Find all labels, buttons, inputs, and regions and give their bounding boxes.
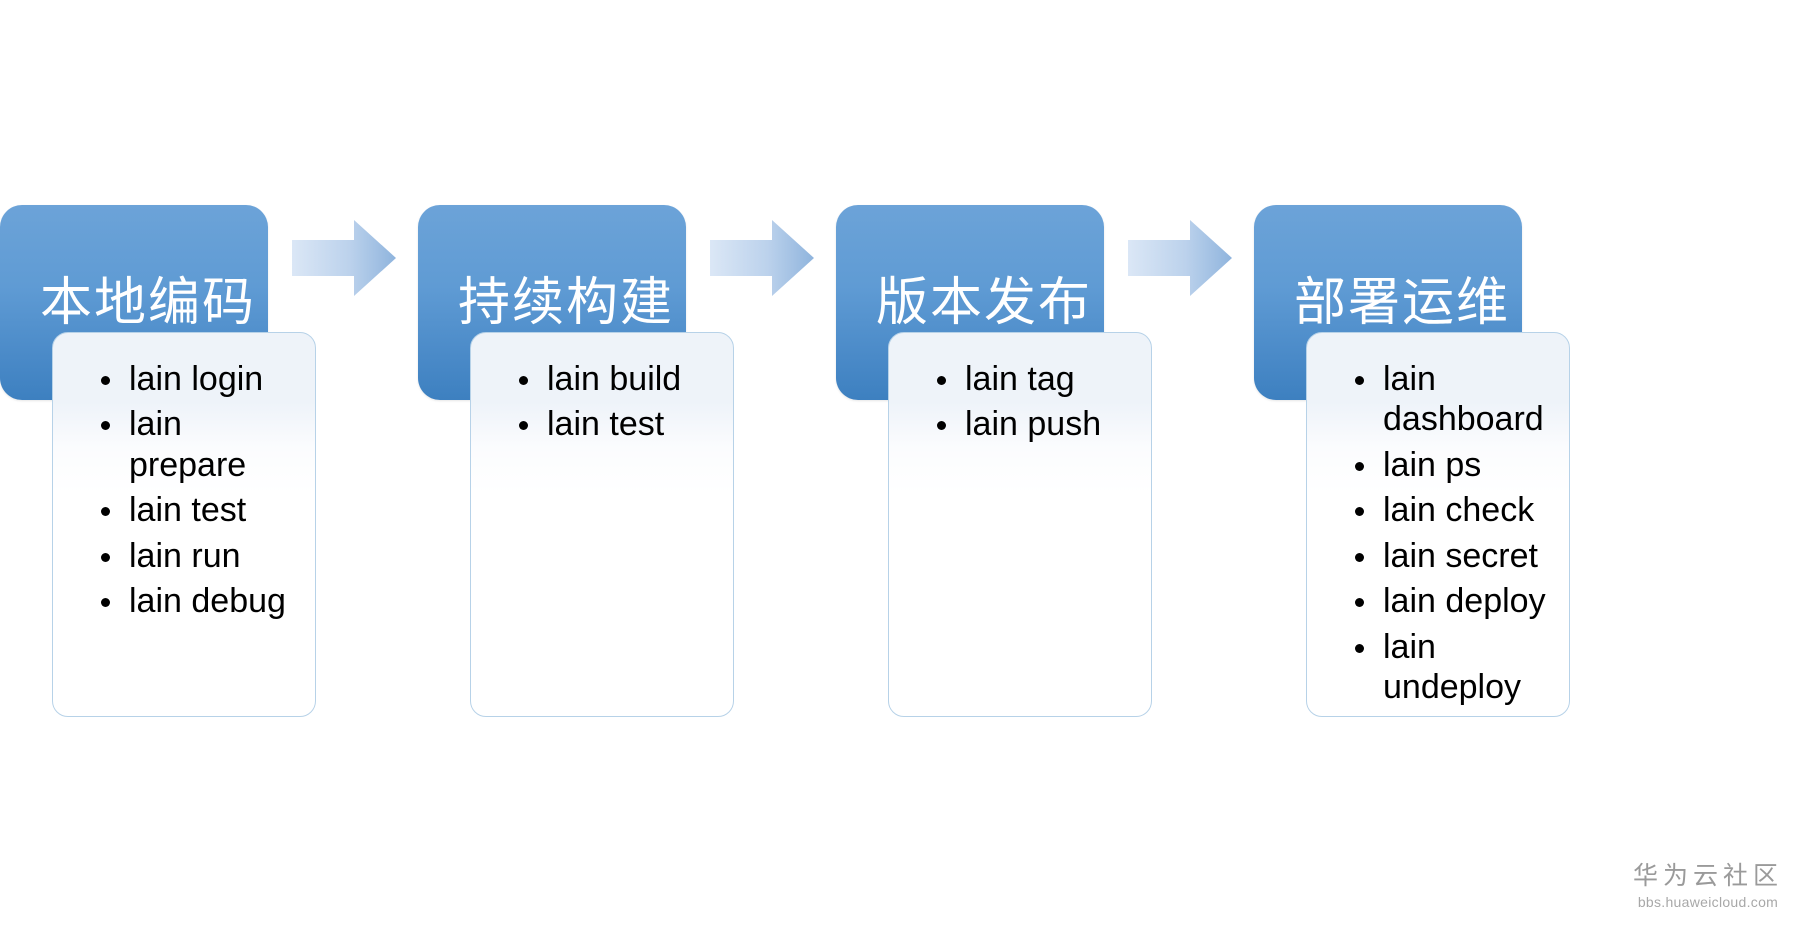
flow-arrow-1: [292, 218, 396, 298]
stage-title-version-release: 版本发布: [876, 273, 1093, 332]
command-item[interactable]: lain undeploy: [1353, 627, 1557, 708]
watermark-url: bbs.huaweicloud.com: [1637, 893, 1779, 910]
command-item[interactable]: lain dashboard: [1353, 359, 1557, 440]
command-item[interactable]: lain tag: [935, 359, 1139, 399]
watermark: 华为云社区 bbs.huaweicloud.com: [1633, 861, 1783, 911]
command-item[interactable]: lain login: [99, 359, 303, 399]
command-item[interactable]: lain deploy: [1353, 581, 1557, 621]
flow-arrow-3: [1128, 218, 1232, 298]
command-list-version-release: lain tag lain push: [889, 333, 1151, 445]
stage-body-continuous-build: lain build lain test: [470, 332, 734, 717]
command-item[interactable]: lain test: [99, 490, 303, 530]
stage-title-continuous-build: 持续构建: [458, 273, 675, 332]
watermark-brand: 华为云社区: [1632, 861, 1783, 890]
command-item[interactable]: lain ps: [1353, 445, 1557, 485]
command-item[interactable]: lain build: [517, 359, 721, 399]
command-item[interactable]: lain test: [517, 404, 721, 444]
command-item[interactable]: lain run: [99, 536, 303, 576]
stage-title-local-coding: 本地编码: [40, 273, 257, 332]
flow-arrow-2: [710, 218, 814, 298]
command-item[interactable]: lain scale: [1353, 713, 1557, 716]
command-item[interactable]: lain secret: [1353, 536, 1557, 576]
stage-header-version-release[interactable]: 版本发布: [836, 205, 1104, 400]
stage-body-deploy-operations: lain dashboard lain ps lain check lain secr…: [1306, 332, 1570, 717]
command-item[interactable]: lain debug: [99, 581, 303, 621]
command-list-deploy-operations: lain dashboard lain ps lain check lain secr…: [1307, 333, 1569, 716]
command-item[interactable]: lain push: [935, 404, 1139, 444]
command-list-local-coding: lain login lain prepare lain test lain run l…: [53, 333, 315, 622]
command-list-continuous-build: lain build lain test: [471, 333, 733, 445]
stage-body-local-coding: lain login lain prepare lain test lain run l…: [52, 332, 316, 717]
stage-body-version-release: lain tag lain push: [888, 332, 1152, 717]
stage-title-deploy-operations: 部署运维: [1294, 273, 1511, 332]
command-item[interactable]: lain check: [1353, 490, 1557, 530]
command-item[interactable]: lain prepare: [99, 404, 303, 485]
